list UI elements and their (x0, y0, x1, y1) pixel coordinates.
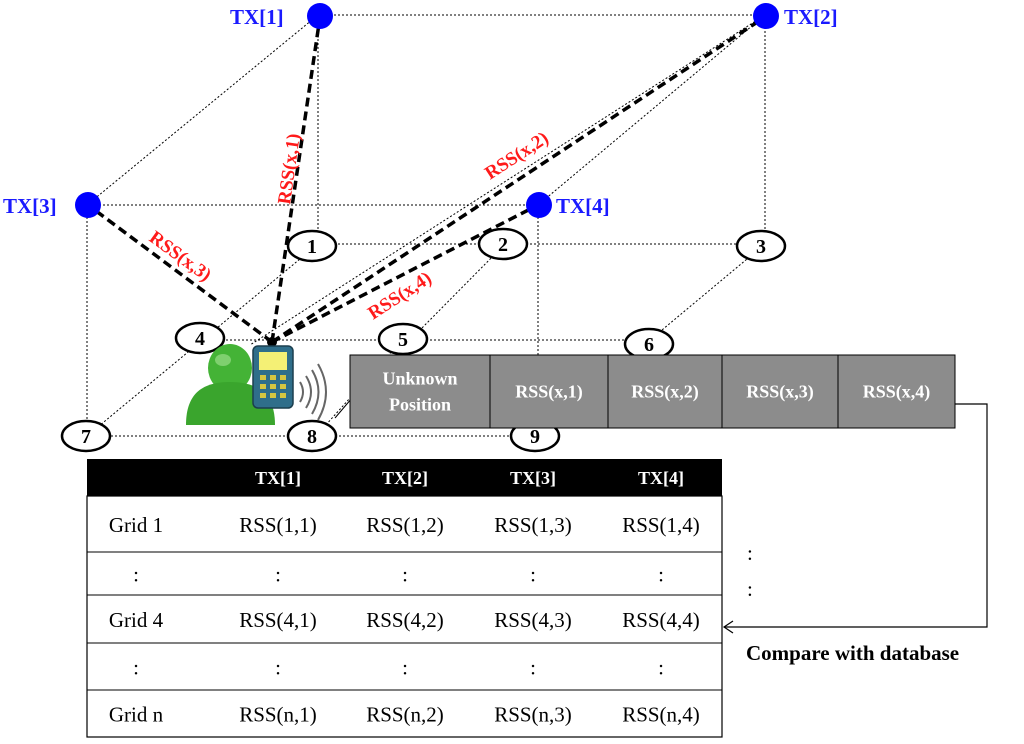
measurement-cell: RSS(x,2) (631, 382, 699, 403)
grid-point-3: 3 (735, 229, 787, 263)
phone-icon (252, 337, 294, 409)
table-cell: RSS(4,4) (622, 608, 700, 632)
table-cell: RSS(n,2) (366, 703, 444, 727)
rss-link-3 (86, 203, 274, 344)
table-cell: : (275, 656, 281, 680)
table-header-cell: TX[2] (382, 468, 428, 488)
grid-point-2: 2 (477, 227, 529, 261)
side-dots-1: : (747, 541, 753, 565)
transmitter-label-3: TX[3] (3, 194, 57, 218)
table-cell: RSS(4,3) (494, 608, 572, 632)
grid-point-8: 8 (286, 419, 338, 453)
user-icon (186, 344, 275, 425)
transmitter-dot-1 (307, 3, 333, 29)
svg-text:8: 8 (307, 426, 317, 448)
svg-text:3: 3 (756, 236, 766, 258)
measurement-cell: RSS(x,3) (746, 382, 814, 403)
table-cell: : (658, 656, 664, 680)
svg-text:6: 6 (644, 334, 654, 356)
grid-point-5: 5 (377, 322, 429, 356)
side-dots-2: : (747, 577, 753, 601)
svg-text:7: 7 (81, 426, 91, 448)
cube-edge (249, 14, 766, 346)
transmitter-label-2: TX[2] (784, 5, 838, 29)
table-cell: RSS(1,3) (494, 513, 572, 537)
table-cell: RSS(1,4) (622, 513, 700, 537)
table-cell: Grid 4 (109, 608, 164, 632)
table-cell: : (133, 563, 139, 587)
table-header-row (87, 459, 722, 496)
table-cell: : (402, 656, 408, 680)
table-cell: : (402, 563, 408, 587)
table-cell: RSS(4,2) (366, 608, 444, 632)
cube-edge (537, 14, 766, 206)
table-cell: : (530, 563, 536, 587)
bar-connector (334, 397, 353, 419)
table-cell: : (530, 656, 536, 680)
transmitter-dot-2 (753, 3, 779, 29)
rss-link-4 (271, 203, 539, 344)
table-cell: RSS(n,3) (494, 703, 572, 727)
fingerprint-database-table: TX[1] TX[2] TX[3] TX[4] Grid 1 RSS(1,1) RSS(1,… (86, 459, 723, 738)
table-cell: : (658, 563, 664, 587)
grid-line (419, 243, 506, 331)
svg-text:1: 1 (307, 236, 317, 258)
table-cell: : (133, 656, 139, 680)
compare-label: Compare with database (746, 641, 959, 665)
transmitter-label-1: TX[1] (230, 5, 284, 29)
rss-label-1: RSS(x,1) (274, 132, 305, 205)
rss-label-2: RSS(x,2) (481, 128, 552, 184)
svg-text:9: 9 (530, 426, 540, 448)
table-cell: RSS(1,1) (239, 513, 317, 537)
table-header-cell: TX[3] (510, 468, 556, 488)
table-cell: RSS(4,1) (239, 608, 317, 632)
compare-arrow (722, 403, 988, 634)
cube-edge (86, 14, 319, 206)
table-cell: : (275, 563, 281, 587)
grid-point-4: 4 (174, 321, 226, 355)
table-cell: RSS(n,4) (622, 703, 700, 727)
table-cell: Grid n (109, 703, 164, 727)
transmitter-dot-3 (75, 192, 101, 218)
svg-text:4: 4 (195, 328, 205, 350)
grid-point-7: 7 (60, 419, 112, 453)
table-cell: RSS(n,1) (239, 703, 317, 727)
signal-waves-icon (299, 363, 327, 421)
table-cell: RSS(1,2) (366, 513, 444, 537)
transmitter-label-4: TX[4] (556, 194, 610, 218)
transmitter-dot-4 (526, 192, 552, 218)
svg-text:5: 5 (398, 329, 408, 351)
grid-point-1: 1 (286, 229, 338, 263)
grid-line (649, 243, 766, 341)
measurement-cell: RSS(x,1) (515, 382, 583, 403)
table-header-cell: TX[4] (638, 468, 684, 488)
rss-link-2 (271, 15, 766, 344)
transmitters: TX[1] TX[2] TX[3] TX[4] (3, 3, 838, 218)
rss-links (86, 15, 766, 344)
grid-points: 1 2 3 4 5 6 7 8 (60, 227, 787, 453)
svg-text:2: 2 (498, 234, 508, 256)
measurement-cell: RSS(x,4) (863, 382, 931, 403)
table-cell: Grid 1 (109, 513, 163, 537)
rss-link-1 (270, 16, 322, 343)
table-header-cell: TX[1] (255, 468, 301, 488)
